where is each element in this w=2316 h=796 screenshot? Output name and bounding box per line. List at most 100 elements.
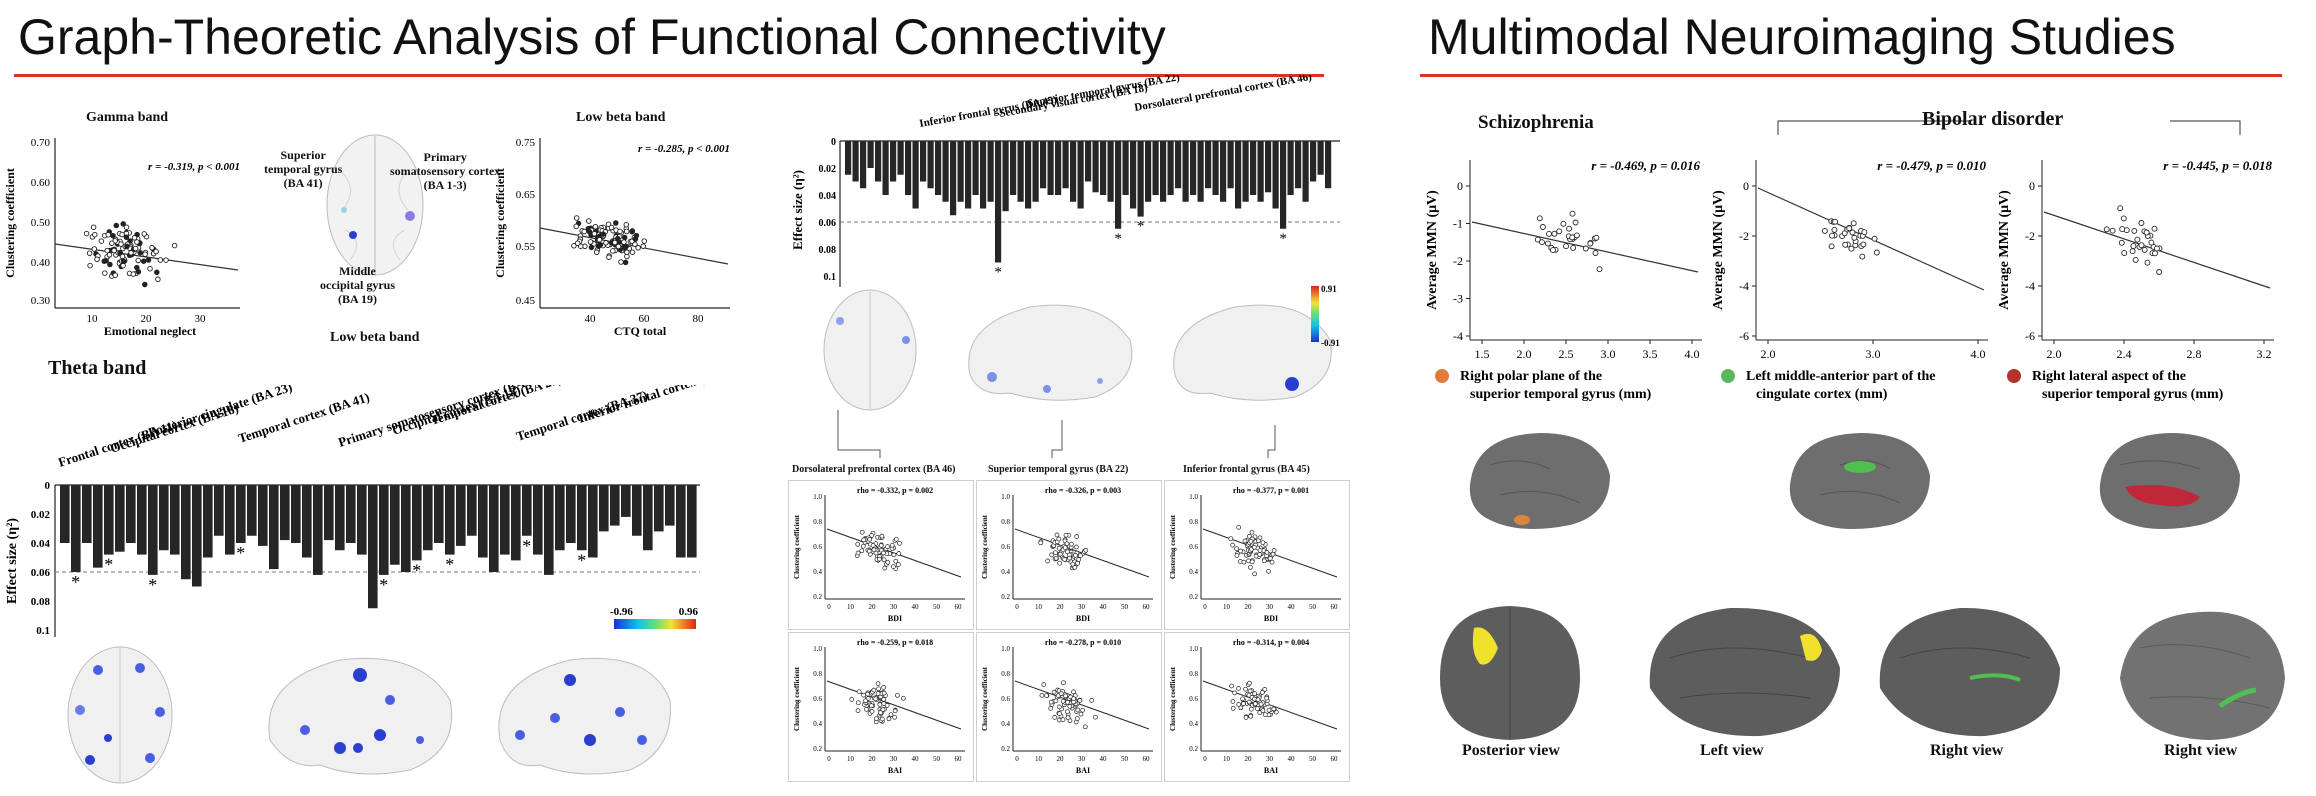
theta-bar bbox=[280, 485, 290, 541]
corr-ytick: 0.6 bbox=[1001, 543, 1010, 551]
corr-point bbox=[1248, 706, 1254, 712]
corr-xtick: 0 bbox=[1015, 755, 1019, 763]
mmn-point bbox=[1569, 234, 1576, 241]
theta-ylabel: Effect size (η²) bbox=[5, 518, 20, 604]
gamma-xtick: 20 bbox=[141, 313, 153, 325]
corr-point bbox=[881, 690, 887, 696]
mmn-point bbox=[2151, 225, 2158, 232]
theta-bar bbox=[302, 485, 312, 558]
scatter-point bbox=[92, 231, 98, 238]
corr-xtick: 50 bbox=[1309, 603, 1317, 611]
mid-bar bbox=[1047, 141, 1054, 195]
mmn-stat: r = -0.469, p = 0.016 bbox=[1591, 158, 1700, 173]
corr-xtick: 40 bbox=[912, 755, 920, 763]
corr-ytick: 1.0 bbox=[1189, 493, 1198, 501]
corr-ylabel: Clustering coefficient bbox=[981, 514, 989, 579]
corr-point bbox=[1041, 682, 1047, 687]
mmn-ytick: -2 bbox=[1453, 254, 1463, 268]
theta-bar bbox=[588, 485, 598, 558]
scatter-point bbox=[603, 240, 609, 246]
corr-ylabel: Clustering coefficient bbox=[1169, 666, 1177, 731]
theta-bars: Frontal cortex (BA 11)Occipital cortex (… bbox=[5, 385, 720, 637]
scatter-point bbox=[623, 221, 630, 228]
corr-point bbox=[1253, 553, 1259, 559]
corr-point bbox=[1251, 544, 1257, 550]
gamma-axes bbox=[54, 138, 240, 309]
mmn-point bbox=[2120, 215, 2127, 222]
corr-xtick: 30 bbox=[1078, 603, 1086, 611]
mid-bar bbox=[1280, 141, 1287, 229]
gamma-ytick: 0.50 bbox=[31, 217, 51, 229]
theta-bar bbox=[687, 485, 697, 558]
mmn-point bbox=[1551, 230, 1558, 237]
corr-point bbox=[1061, 680, 1066, 686]
mid-star: * bbox=[1279, 231, 1287, 247]
corr-point bbox=[880, 707, 886, 712]
corr-point bbox=[1269, 559, 1275, 565]
corr-point bbox=[881, 550, 886, 556]
scatter-point bbox=[171, 242, 178, 249]
mmn-point bbox=[1582, 245, 1589, 252]
corr-point bbox=[877, 702, 883, 708]
mmn-legend-line1: Left middle-anterior part of the bbox=[1746, 369, 1935, 384]
mmn-point bbox=[2153, 245, 2160, 252]
corr-xtick: 20 bbox=[1057, 603, 1065, 611]
theta-bar bbox=[104, 485, 114, 555]
scatter-point bbox=[107, 261, 113, 268]
label-mog-3: (BA 19) bbox=[338, 292, 377, 306]
corr-ytick: 0.4 bbox=[1001, 568, 1010, 576]
scatter-point bbox=[624, 249, 630, 256]
corr-xtick: 50 bbox=[1309, 755, 1317, 763]
corr-point bbox=[1069, 541, 1074, 547]
mid-bar bbox=[1085, 141, 1092, 182]
mmn-point bbox=[1821, 227, 1828, 234]
corr-point bbox=[1051, 689, 1057, 695]
mid-bar bbox=[1055, 141, 1062, 195]
theta-bar bbox=[456, 485, 466, 546]
theta-star: * bbox=[148, 575, 157, 595]
corr-point bbox=[1240, 696, 1245, 702]
corr-point bbox=[1078, 711, 1084, 717]
scatter-point bbox=[155, 276, 161, 283]
mmn-point bbox=[1859, 253, 1866, 260]
mmn-point bbox=[2118, 239, 2125, 246]
view-label-left: Left view bbox=[1700, 742, 1764, 759]
scatter-point bbox=[573, 223, 579, 230]
scatter-point bbox=[612, 239, 618, 246]
mid-cbar-max: 0.91 bbox=[1321, 284, 1337, 294]
corr-ytick: 0.8 bbox=[1189, 518, 1198, 526]
corr-point bbox=[1264, 695, 1269, 701]
corr-point bbox=[1267, 556, 1273, 561]
mid-bar bbox=[935, 141, 942, 195]
corr-point bbox=[873, 550, 879, 556]
gamma-ytick: 0.30 bbox=[31, 295, 51, 307]
mmn-point bbox=[1536, 215, 1543, 222]
gamma-stat: r = -0.319, p < 0.001 bbox=[148, 161, 240, 173]
mmn-point bbox=[1832, 218, 1839, 225]
mmn-point bbox=[1592, 250, 1599, 256]
corr-point bbox=[1241, 701, 1246, 706]
scatter-point bbox=[120, 258, 127, 265]
corr-regression-line bbox=[1202, 680, 1338, 730]
corr-point bbox=[888, 712, 894, 718]
mid-brain-lateral-left bbox=[968, 304, 1133, 401]
mid-bar bbox=[912, 141, 919, 209]
mid-bar bbox=[957, 141, 964, 202]
scatter-point bbox=[112, 272, 119, 278]
scatter-point bbox=[635, 245, 641, 251]
corr-xtick: 0 bbox=[1015, 603, 1019, 611]
corr-xtick: 50 bbox=[1121, 755, 1129, 763]
corr-point bbox=[859, 529, 865, 535]
mid-bar bbox=[1115, 141, 1122, 229]
scatter-point bbox=[111, 247, 117, 254]
scatter-point bbox=[98, 238, 105, 244]
scatter-point bbox=[124, 243, 130, 250]
mmn-point bbox=[1871, 235, 1878, 242]
mmn-stat: r = -0.445, p = 0.018 bbox=[2163, 158, 2272, 173]
corr-point bbox=[1241, 559, 1247, 565]
mmn-xtick: 3.5 bbox=[1643, 347, 1658, 361]
lowbeta-points bbox=[571, 215, 648, 266]
corr-point bbox=[1045, 558, 1051, 564]
